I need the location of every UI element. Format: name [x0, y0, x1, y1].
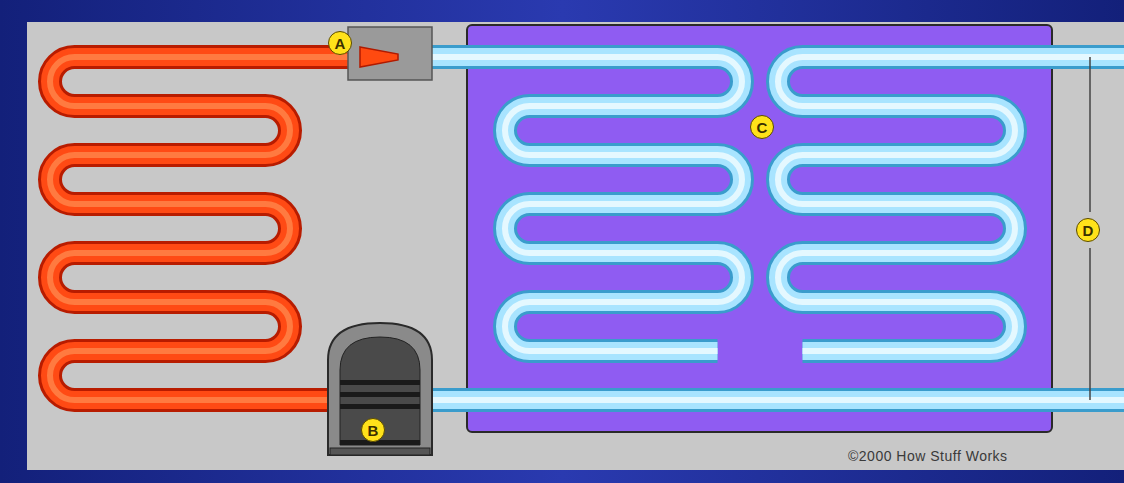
tube — [50, 57, 362, 400]
leader-line — [1089, 57, 1091, 212]
tube — [778, 57, 1124, 351]
tube — [398, 57, 742, 351]
tube — [778, 57, 1124, 351]
tube — [398, 57, 742, 351]
tube — [430, 388, 1124, 412]
callout-letter: B — [361, 418, 385, 442]
condenser-coil — [50, 57, 362, 400]
cold-compartment — [467, 25, 1052, 432]
valve-throat — [360, 47, 398, 67]
compressor — [328, 323, 432, 455]
tube — [50, 57, 362, 400]
copyright-watermark: ©2000 How Stuff Works — [848, 448, 1008, 464]
callout-letter: A — [328, 31, 352, 55]
grey-ground — [27, 22, 1124, 470]
tube — [398, 57, 742, 351]
tube — [50, 57, 362, 400]
callout-letter: D — [1076, 218, 1100, 242]
callout-letter: C — [750, 115, 774, 139]
leader-line — [1089, 248, 1091, 400]
tube — [430, 397, 1124, 403]
evaporator-coil — [398, 57, 1124, 400]
tube — [778, 57, 1124, 351]
tube — [430, 391, 1124, 409]
expansion-valve — [348, 27, 432, 80]
